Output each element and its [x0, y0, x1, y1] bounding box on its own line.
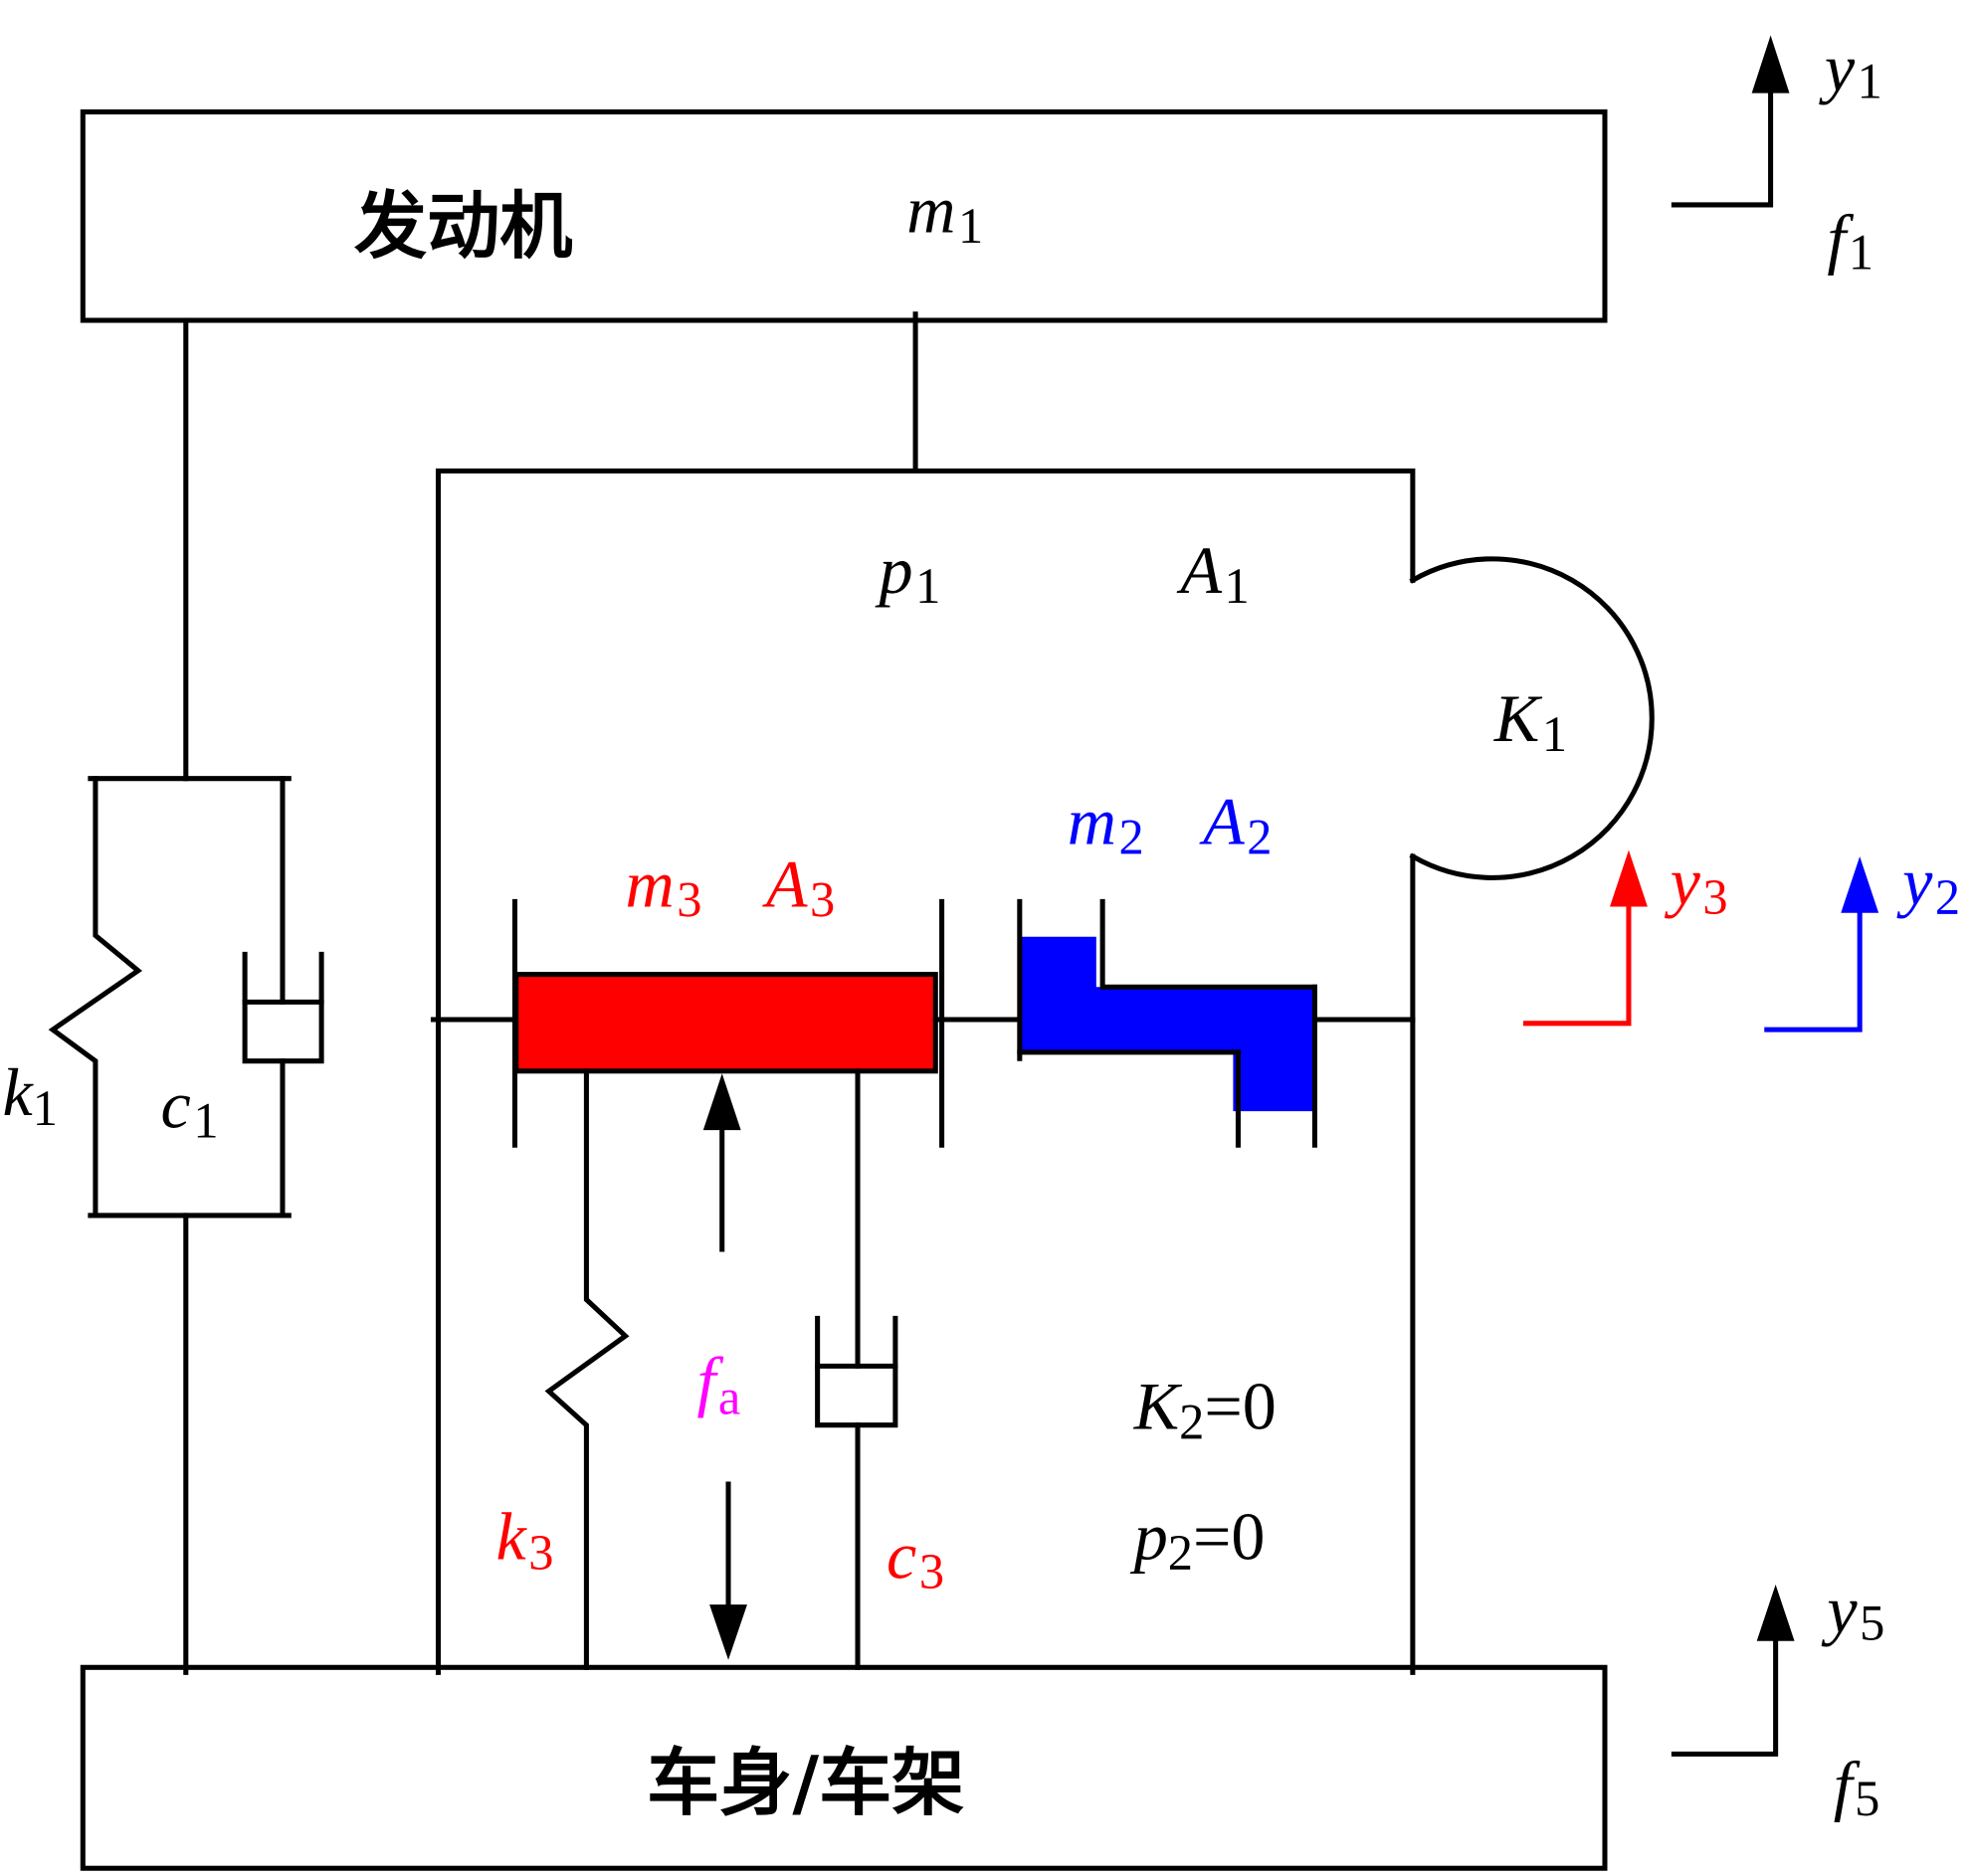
k1-compliance-label: K1 — [1493, 680, 1567, 762]
engine-block: 发动机 m1 — [80, 109, 1608, 323]
fa-label: fa — [696, 1343, 740, 1424]
p1-label: p1 — [875, 532, 940, 614]
compliance-bulge-k1 — [1409, 556, 1655, 880]
y3-label: y3 — [1665, 844, 1728, 925]
m3-label: m3 — [626, 845, 702, 927]
damper-c3 — [815, 1068, 898, 1670]
f1-label: f1 — [1827, 201, 1873, 281]
hydraulic-chamber: p1 A1 K1 — [435, 311, 1655, 1675]
coord-y3: y3 — [1522, 844, 1728, 1027]
arrow-down-icon — [709, 1604, 747, 1660]
body-frame-block: 车身/车架 — [80, 1664, 1608, 1871]
a3-label: A3 — [762, 845, 835, 927]
left-mount-k1-c1: k1 c1 — [3, 317, 324, 1675]
arrow-up-icon — [1756, 1584, 1795, 1641]
arrow-up-icon — [1751, 35, 1790, 94]
damper-c1 — [242, 776, 324, 1219]
spring-k3 — [544, 1068, 630, 1670]
p2-label: p2=0 — [1130, 1499, 1266, 1581]
k1-label: k1 — [3, 1054, 58, 1136]
actuator-piston-m3 — [513, 972, 938, 1074]
force-fa-arrows — [702, 1073, 747, 1660]
k3-label: k3 — [496, 1499, 554, 1581]
coord-y2: y2 — [1764, 844, 1960, 1032]
a2-label: A2 — [1199, 783, 1272, 864]
f5-label: f5 — [1834, 1748, 1880, 1827]
y1-label: y1 — [1819, 30, 1882, 109]
engine-label: 发动机 — [354, 185, 573, 270]
k2-label: K2=0 — [1133, 1368, 1277, 1449]
arrow-up-icon — [702, 1073, 741, 1131]
a1-label: A1 — [1176, 532, 1249, 614]
y2-label: y2 — [1896, 844, 1960, 925]
coord-y5-f5: y5 f5 — [1671, 1572, 1884, 1827]
decoupler-m2 — [1019, 936, 1315, 1112]
m2-label: m2 — [1068, 783, 1144, 864]
coord-y1-f1: y1 f1 — [1671, 30, 1882, 281]
body-label: 车身/车架 — [647, 1742, 964, 1826]
engine-mass-label: m1 — [906, 172, 983, 254]
arrow-up-icon — [1610, 849, 1648, 907]
c1-label: c1 — [161, 1067, 219, 1149]
y5-label: y5 — [1821, 1572, 1884, 1651]
spring-k1 — [48, 776, 143, 1219]
arrow-up-icon — [1841, 855, 1879, 913]
c3-label: c3 — [886, 1518, 944, 1599]
